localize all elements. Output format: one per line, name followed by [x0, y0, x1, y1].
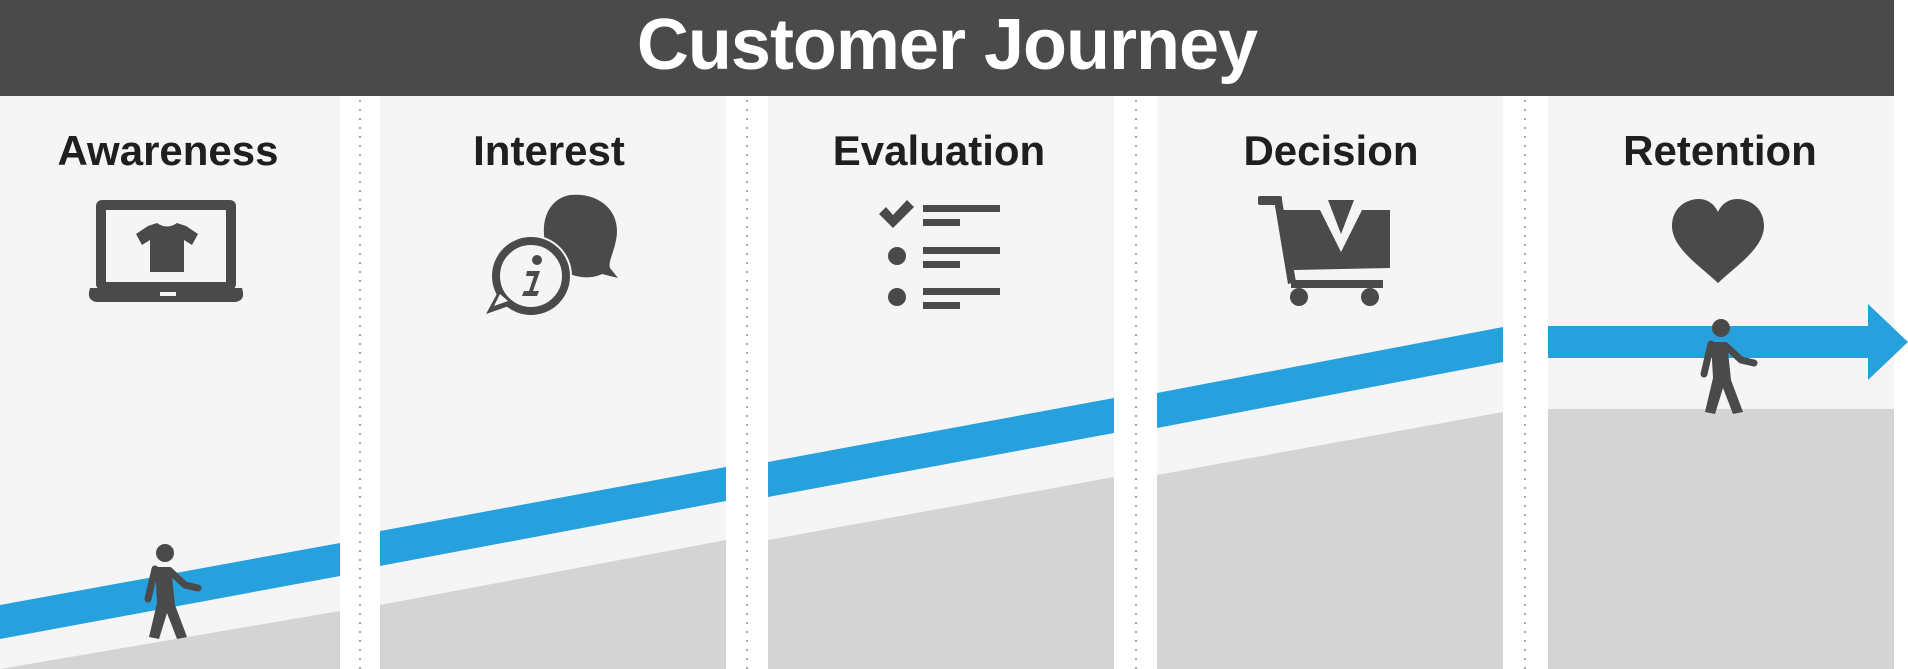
path-segment-decision [1157, 327, 1503, 428]
path-arrow-retention [1548, 304, 1908, 380]
info-chat-bubbles-icon [486, 194, 618, 317]
page-title: Customer Journey [636, 5, 1258, 85]
heart-icon [1672, 199, 1764, 283]
stage-label-retention: Retention [1623, 127, 1817, 174]
header-banner [0, 0, 1894, 96]
ground-retention [1548, 409, 1894, 669]
shopping-cart-icon [1258, 196, 1390, 306]
path-segment-evaluation [768, 398, 1114, 497]
ground-awareness [0, 611, 340, 669]
stage-label-decision: Decision [1243, 127, 1418, 174]
stage-label-awareness: Awareness [57, 127, 278, 174]
path-segment-interest [380, 467, 726, 566]
laptop-tshirt-icon [88, 200, 244, 302]
ground-interest [380, 540, 726, 669]
ground-evaluation [768, 477, 1114, 669]
stage-label-interest: Interest [473, 127, 625, 174]
checklist-icon [879, 200, 1000, 309]
stage-label-evaluation: Evaluation [833, 127, 1045, 174]
ground-decision [1157, 412, 1503, 669]
